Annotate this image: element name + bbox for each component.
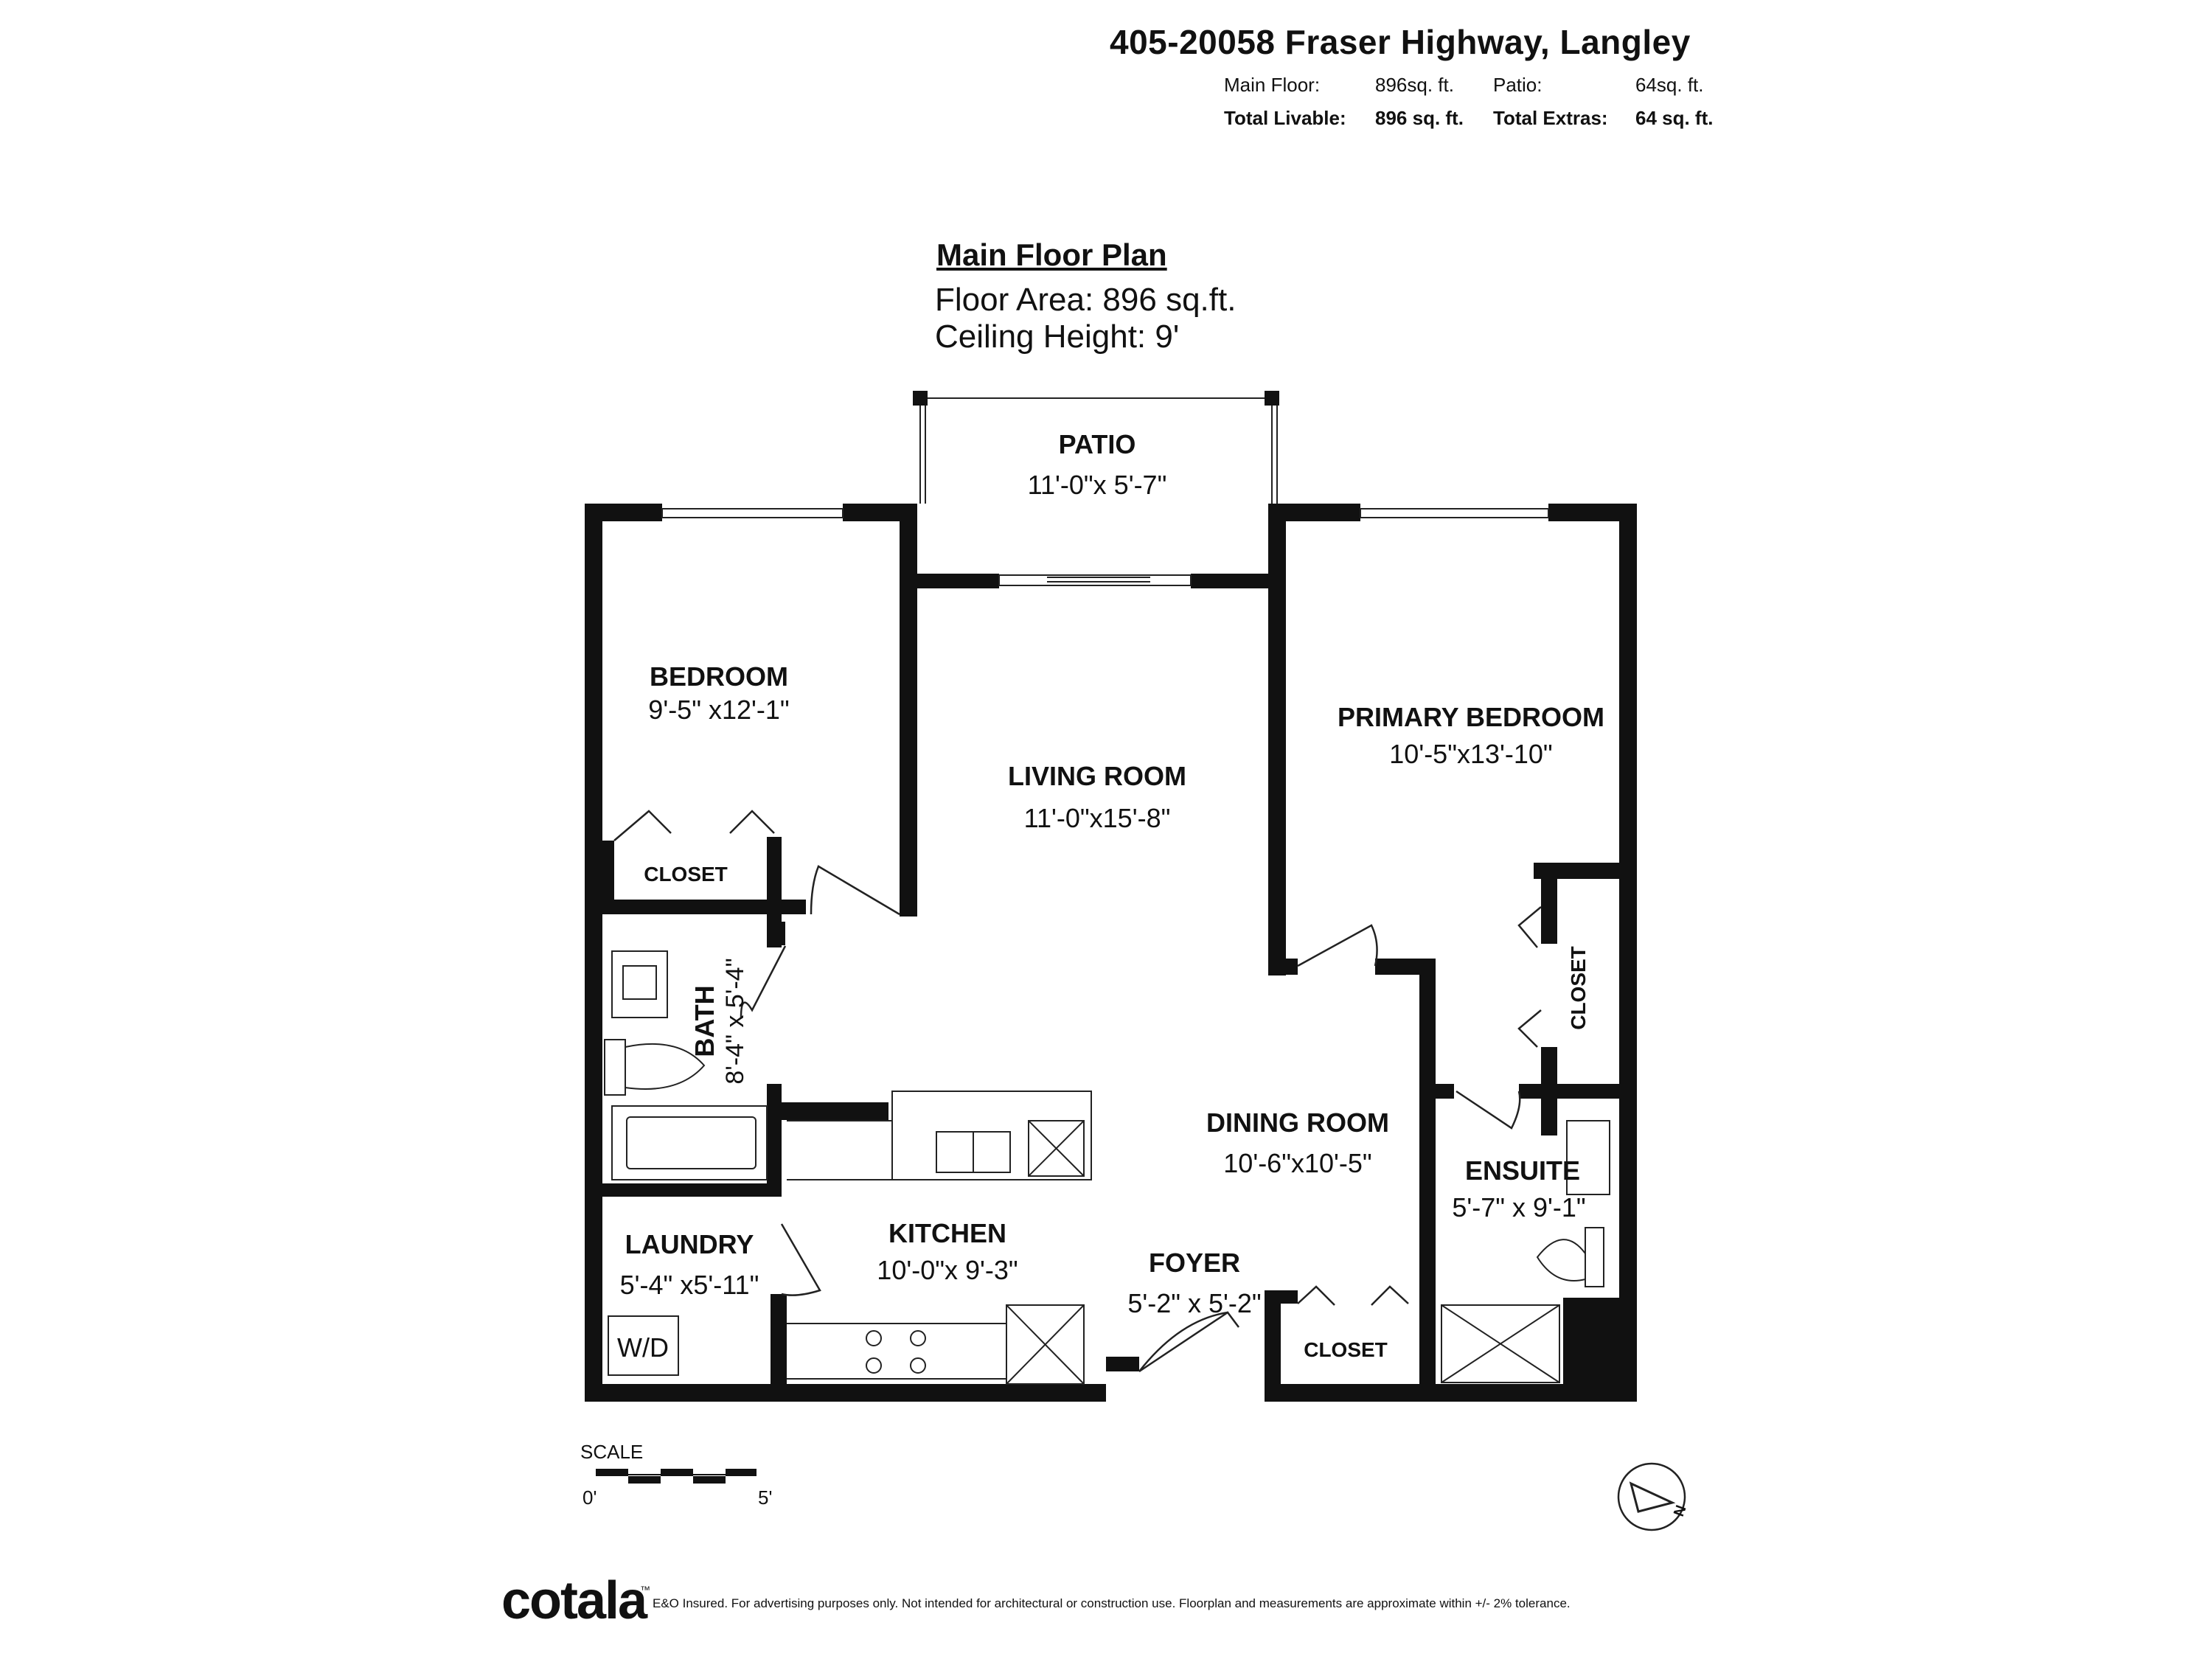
dining-room-size: 10'-6"x10'-5" [1223,1148,1371,1178]
scale-end: 5' [758,1486,772,1509]
bath-size: 8'-4" x 5'-4" [721,958,749,1084]
door-swings [613,810,1542,1373]
kitchen-size: 10'-0"x 9'-3" [877,1255,1018,1285]
laundry-name: LAUNDRY [625,1229,754,1259]
laundry-size: 5'-4" x5'-11" [620,1270,759,1300]
property-address: 405-20058 Fraser Highway, Langley [1110,23,1691,61]
primary-bedroom-name: PRIMARY BEDROOM [1338,702,1604,732]
total-extras-label: Total Extras: [1493,107,1608,129]
fixtures [604,950,1610,1385]
scale-bar: SCALE 0' 5' [580,1441,772,1509]
patio-name: PATIO [1059,429,1136,459]
ceiling-height: Ceiling Height: 9' [935,319,1180,355]
brand-logo: cotala [501,1571,647,1630]
scale-start: 0' [582,1486,597,1509]
plan-title: Main Floor Plan [936,237,1167,272]
patio-value: 64sq. ft. [1635,74,1704,96]
ensuite-size: 5'-7" x 9'-1" [1452,1192,1585,1222]
disclaimer-text: E&O Insured. For advertising purposes on… [653,1596,1571,1610]
kitchen-name: KITCHEN [888,1218,1006,1248]
primary-bedroom-size: 10'-5"x13'-10" [1389,739,1552,769]
bedroom-closet-name: CLOSET [644,863,728,886]
ensuite-name: ENSUITE [1465,1155,1580,1186]
patio-size: 11'-0"x 5'-7" [1028,470,1167,500]
patio-label: Patio: [1493,74,1543,96]
compass-icon: N [1617,1462,1690,1531]
compass-north-label: N [1671,1503,1690,1519]
scale-label: SCALE [580,1441,643,1463]
washer-dryer-label: W/D [617,1332,669,1363]
main-floor-label: Main Floor: [1224,74,1321,96]
living-room-size: 11'-0"x15'-8" [1024,803,1171,833]
main-floor-value: 896sq. ft. [1375,74,1454,96]
total-livable-label: Total Livable: [1224,107,1346,129]
foyer-name: FOYER [1149,1248,1240,1278]
walls [585,391,1637,1402]
windows [661,508,1549,586]
room-sizes: 11'-0"x 5'-7" 9'-5" x12'-1" 11'-0"x15'-8… [617,470,1586,1363]
foyer-closet-name: CLOSET [1304,1338,1388,1361]
closet-labels: CLOSET CLOSET CLOSET [644,863,1590,1361]
bath-name: BATH [689,985,720,1057]
total-extras-value: 64 sq. ft. [1635,107,1714,129]
patio-outline [919,397,1278,504]
brand-trademark: ™ [640,1584,650,1596]
living-room-name: LIVING ROOM [1008,761,1186,791]
bedroom-size: 9'-5" x12'-1" [648,695,789,725]
foyer-size: 5'-2" x 5'-2" [1127,1288,1261,1318]
bedroom-name: BEDROOM [650,661,788,692]
total-livable-value: 896 sq. ft. [1375,107,1464,129]
floor-area: Floor Area: 896 sq.ft. [935,282,1237,318]
room-labels: PATIO BEDROOM LIVING ROOM PRIMARY BEDROO… [625,429,1604,1278]
primary-closet-name: CLOSET [1567,946,1590,1030]
dining-room-name: DINING ROOM [1206,1107,1389,1138]
